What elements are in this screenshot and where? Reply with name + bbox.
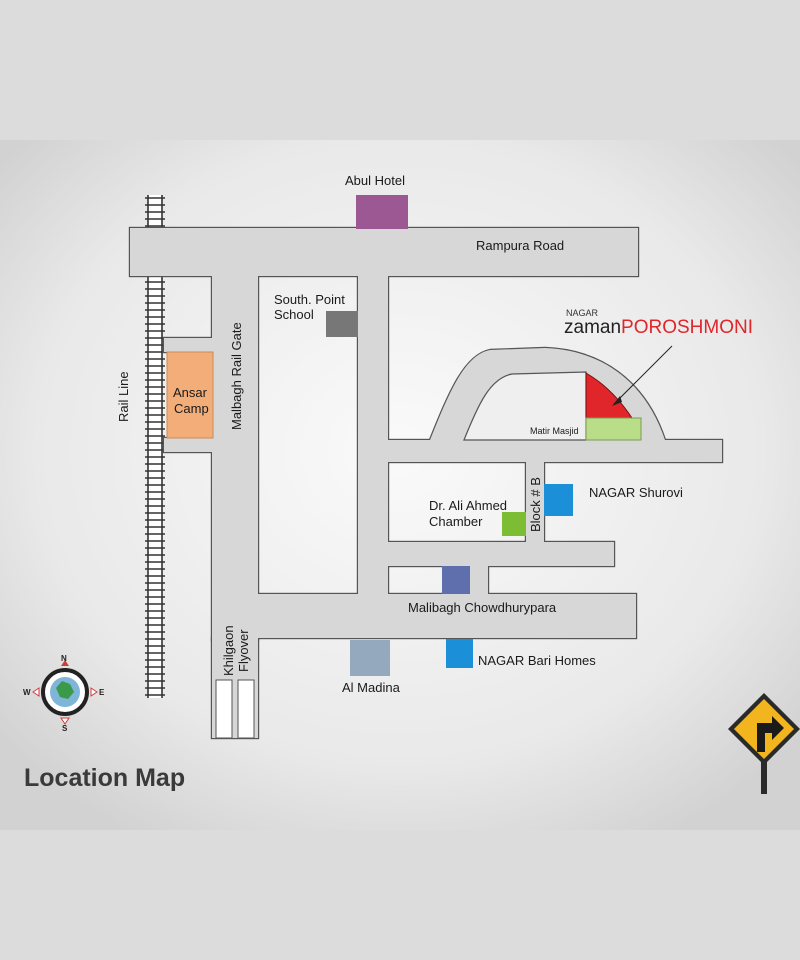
nagar-bari-homes-label: NAGAR Bari Homes — [478, 653, 596, 668]
abul-hotel-label: Abul Hotel — [345, 173, 405, 188]
project-brand-small: NAGAR — [566, 308, 599, 318]
malbagh-rail-gate-label: Malbagh Rail Gate — [229, 322, 244, 430]
dr-ali-ahmed-chamber-label-line2: Chamber — [429, 514, 483, 529]
ansar-camp-block[interactable] — [166, 351, 214, 439]
al-madina-label: Al Madina — [342, 680, 401, 695]
matir-masjid-label: Matir Masjid — [530, 426, 579, 436]
block-b-label: Block # B — [528, 477, 543, 532]
compass-west: W — [23, 688, 31, 697]
project-pointer — [612, 345, 673, 406]
abul-hotel-block[interactable] — [356, 195, 408, 229]
unnamed-blue-block[interactable] — [442, 566, 470, 594]
matir-masjid-block[interactable] — [585, 417, 642, 441]
map-title: Location Map — [24, 764, 185, 792]
project-name: zamanPOROSHMONI — [564, 317, 753, 338]
rail-line-label: Rail Line — [116, 371, 131, 422]
dr-ali-ahmed-chamber-block[interactable] — [502, 512, 526, 536]
compass-icon: N S E W — [23, 654, 105, 733]
south-point-school-block[interactable] — [326, 311, 358, 337]
project-title[interactable]: NAGAR zamanPOROSHMONI — [564, 308, 753, 338]
ansar-camp-label-line1: Ansar — [173, 385, 208, 400]
turn-right-road-sign-icon — [728, 693, 800, 794]
dr-ali-ahmed-chamber-label-line1: Dr. Ali Ahmed — [429, 498, 507, 513]
project-name-part2: POROSHMONI — [621, 317, 753, 338]
al-madina-block[interactable] — [350, 640, 390, 676]
project-name-part1: zaman — [564, 317, 621, 338]
south-point-school-label-line1: South. Point — [274, 292, 345, 307]
malibagh-chowdhurypara-label: Malibagh Chowdhurypara — [408, 600, 557, 615]
khilgaon-flyover-label-line2: Flyover — [236, 629, 251, 672]
compass-north: N — [61, 654, 67, 663]
south-point-school-label-line2: School — [274, 307, 314, 322]
nagar-shurovi-block[interactable] — [544, 484, 573, 516]
nagar-bari-homes-block[interactable] — [446, 639, 473, 668]
road-network — [128, 226, 724, 740]
rampura-road-label: Rampura Road — [476, 238, 564, 253]
khilgaon-flyover-label-line1: Khilgaon — [221, 625, 236, 676]
compass-south: S — [62, 724, 68, 733]
nagar-shurovi-label: NAGAR Shurovi — [589, 485, 683, 500]
ansar-camp-label-line2: Camp — [174, 401, 209, 416]
compass-east: E — [99, 688, 105, 697]
